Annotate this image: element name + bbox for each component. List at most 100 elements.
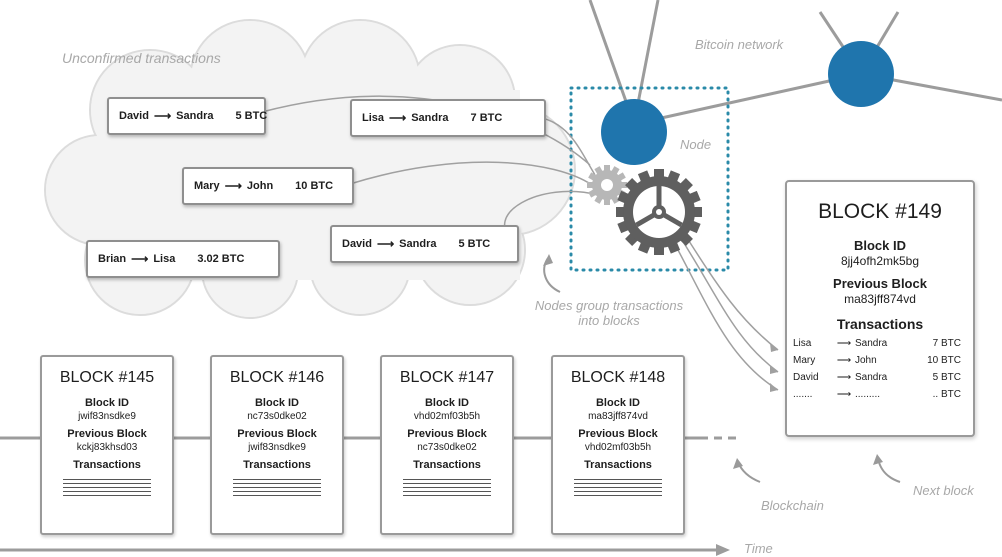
- transaction-card: Lisa ⟶ Sandra 7 BTC: [350, 99, 546, 137]
- arrow-right-icon: ⟶: [224, 179, 242, 193]
- transaction-row: David ⟶ Sandra 5 BTC: [787, 372, 973, 383]
- transaction-row: ....... ⟶ ......... .. BTC: [787, 389, 973, 400]
- arrow-right-icon: ⟶: [836, 372, 852, 383]
- group-caption-line2: into blocks: [578, 313, 640, 328]
- arrow-right-icon: ⟶: [153, 109, 172, 123]
- tx-to: Lisa: [153, 253, 176, 265]
- block-title: BLOCK #147: [399, 369, 495, 386]
- previous-block-value: jwif83nsdke9: [248, 442, 306, 453]
- transaction-card: David ⟶ Sandra 5 BTC: [330, 225, 519, 263]
- network-node-icon: [828, 41, 894, 107]
- block-title: BLOCK #148: [570, 369, 666, 386]
- tx-amount: 5 BTC: [235, 110, 268, 122]
- tx-from: Lisa: [362, 112, 385, 124]
- tx-to: Sandra: [176, 110, 214, 122]
- tx-to: Sandra: [411, 112, 449, 124]
- transaction-row: Mary ⟶ John 10 BTC: [787, 355, 973, 366]
- row-amount: 7 BTC: [932, 338, 961, 349]
- block-id-label: Block ID: [853, 238, 906, 253]
- row-to: .........: [855, 389, 881, 400]
- block-id-label: Block ID: [254, 397, 299, 409]
- group-caption-line1: Nodes group transactions: [534, 298, 684, 313]
- previous-block-value: nc73s0dke02: [417, 442, 477, 453]
- gear-icon: [616, 169, 702, 255]
- block-id-value: ma83jff874vd: [588, 411, 648, 422]
- next-block-card: BLOCK #149 Block ID 8jj4ofh2mk5bg Previo…: [785, 180, 975, 437]
- previous-block-value: vhd02mf03b5h: [584, 442, 652, 453]
- block-card: BLOCK #145 Block ID jwif83nsdke9 Previou…: [40, 355, 174, 535]
- transaction-card: David ⟶ Sandra 5 BTC: [107, 97, 268, 135]
- row-from: Mary: [793, 355, 816, 366]
- unconfirmed-label: Unconfirmed transactions: [62, 50, 221, 66]
- block-title: BLOCK #146: [229, 369, 325, 386]
- block-card: BLOCK #148 Block ID ma83jff874vd Previou…: [551, 355, 685, 535]
- arrow-right-icon: ⟶: [836, 355, 852, 366]
- transaction-lines: [63, 479, 151, 496]
- tx-amount: 10 BTC: [295, 180, 334, 192]
- block-card: BLOCK #147 Block ID vhd02mf03b5h Previou…: [380, 355, 514, 535]
- block-id-label: Block ID: [84, 397, 129, 409]
- row-to: Sandra: [855, 372, 888, 383]
- row-from: Lisa: [793, 338, 812, 349]
- row-from: .......: [793, 389, 813, 400]
- network-label: Bitcoin network: [695, 37, 784, 52]
- block-id-label: Block ID: [424, 397, 469, 409]
- row-to: Sandra: [855, 338, 888, 349]
- row-to: John: [855, 355, 877, 366]
- previous-block-label: Previous Block: [833, 276, 927, 291]
- block-id-value: 8jj4ofh2mk5bg: [840, 254, 920, 268]
- next-block-title: BLOCK #149: [818, 200, 942, 223]
- tx-amount: 3.02 BTC: [197, 253, 245, 265]
- transaction-lines: [574, 479, 662, 496]
- tx-from: Mary: [194, 180, 220, 192]
- blockchain-label: Blockchain: [761, 498, 824, 513]
- node-boundary: [569, 86, 730, 272]
- previous-block-value: ma83jff874vd: [844, 292, 916, 306]
- transactions-label: Transactions: [836, 316, 924, 332]
- tx-from: David: [119, 110, 149, 122]
- block-id-value: nc73s0dke02: [247, 411, 307, 422]
- arrow-right-icon: ⟶: [131, 252, 149, 266]
- row-amount: 5 BTC: [932, 372, 961, 383]
- group-caption: Nodes group transactions into blocks: [519, 298, 699, 328]
- previous-block-label: Previous Block: [407, 428, 487, 440]
- node-icon: [601, 99, 667, 165]
- block-title: BLOCK #145: [59, 369, 155, 386]
- arrow-right-icon: ⟶: [376, 237, 395, 251]
- transaction-row: Lisa ⟶ Sandra 7 BTC: [787, 338, 973, 349]
- row-amount: 10 BTC: [927, 355, 961, 366]
- tx-to: Sandra: [399, 238, 437, 250]
- transaction-card: Brian ⟶ Lisa 3.02 BTC: [86, 240, 280, 278]
- tx-amount: 5 BTC: [458, 238, 491, 250]
- node-label: Node: [680, 137, 712, 152]
- previous-block-value: kckj83khsd03: [76, 442, 138, 453]
- transactions-label: Transactions: [73, 459, 141, 471]
- next-block-label: Next block: [913, 483, 974, 498]
- transaction-lines: [233, 479, 321, 496]
- block-card: BLOCK #146 Block ID nc73s0dke02 Previous…: [210, 355, 344, 535]
- transaction-lines: [403, 479, 491, 496]
- time-label: Time: [744, 541, 773, 556]
- transactions-label: Transactions: [243, 459, 311, 471]
- block-id-label: Block ID: [595, 397, 640, 409]
- row-amount: .. BTC: [932, 389, 961, 400]
- previous-block-label: Previous Block: [578, 428, 658, 440]
- previous-block-label: Previous Block: [237, 428, 317, 440]
- tx-to: John: [246, 180, 274, 192]
- arrow-right-icon: ⟶: [836, 389, 852, 400]
- row-from: David: [793, 372, 819, 383]
- transactions-label: Transactions: [413, 459, 481, 471]
- time-arrow-icon: [716, 544, 730, 556]
- tx-from: David: [342, 238, 372, 250]
- arrow-right-icon: ⟶: [389, 111, 407, 125]
- tx-amount: 7 BTC: [470, 112, 503, 124]
- block-id-value: jwif83nsdke9: [78, 411, 136, 422]
- arrow-right-icon: ⟶: [836, 338, 852, 349]
- small-gear-icon: [587, 165, 627, 205]
- block-id-value: vhd02mf03b5h: [413, 411, 481, 422]
- transactions-label: Transactions: [584, 459, 652, 471]
- tx-from: Brian: [98, 253, 127, 265]
- previous-block-label: Previous Block: [67, 428, 147, 440]
- transaction-card: Mary ⟶ John 10 BTC: [182, 167, 354, 205]
